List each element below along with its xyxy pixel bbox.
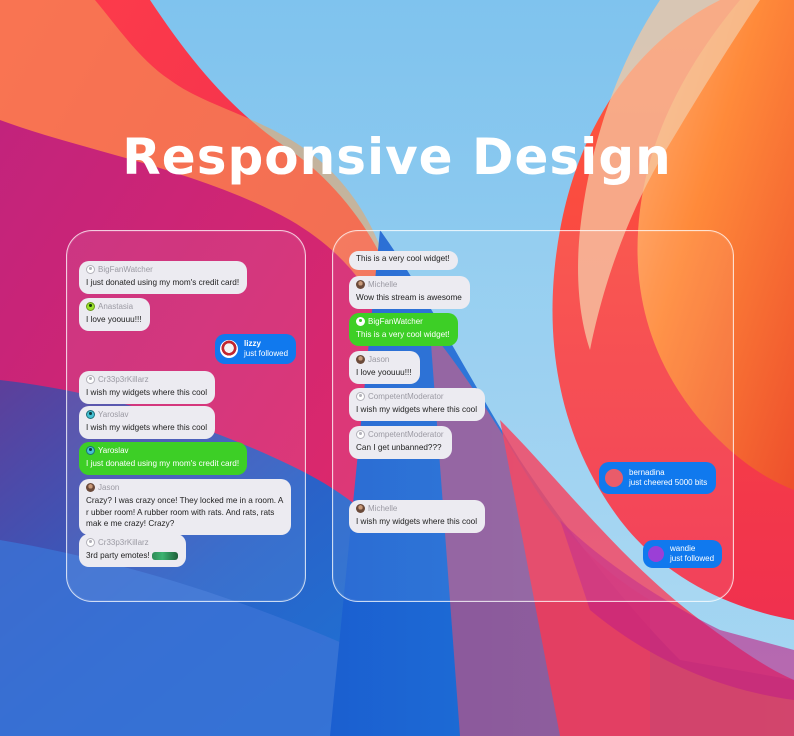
chat-username: Anastasia xyxy=(98,302,134,311)
user-icon xyxy=(605,469,623,487)
chat-text: This is a very cool widget! xyxy=(356,330,450,339)
cheer-text: just cheered 5000 bits xyxy=(629,478,708,487)
chat-message: CompetentModerator I wish my widgets whe… xyxy=(349,388,486,421)
follow-text: just followed xyxy=(244,349,289,358)
chat-message: Jason Crazy? I was crazy once! They lock… xyxy=(79,479,291,535)
chat-username: CompetentModerator xyxy=(368,392,444,401)
chat-username: Cr33p3rKillarz xyxy=(98,538,149,547)
chat-message: Anastasia I love yoouuu!!! xyxy=(79,298,150,331)
chat-text: I wish my widgets where this cool xyxy=(356,517,478,526)
chat-message: Michelle Wow this stream is awesome xyxy=(349,276,470,309)
chat-text: 3rd party emotes! xyxy=(86,551,150,560)
follower-name: wandie xyxy=(670,544,696,553)
chat-text: I love yoouuu!!! xyxy=(86,315,142,324)
chat-message: Jason I love yoouuu!!! xyxy=(349,351,420,384)
chat-message: Yaroslav I wish my widgets where this co… xyxy=(79,406,216,439)
user-icon xyxy=(356,392,365,401)
chat-username: BigFanWatcher xyxy=(368,317,423,326)
chat-text: I love yoouuu!!! xyxy=(356,368,412,377)
chat-text: I just donated using my mom's credit car… xyxy=(86,459,240,468)
page-title: Responsive Design xyxy=(122,128,672,186)
chat-username: Yaroslav xyxy=(98,410,129,419)
chat-widget-narrow: BigFanWatcher I just donated using my mo… xyxy=(66,230,306,602)
avatar xyxy=(356,280,365,289)
follower-name: lizzy xyxy=(244,339,261,348)
user-icon xyxy=(86,538,95,547)
chat-username: Michelle xyxy=(368,280,398,289)
chat-text: This is a very cool widget! xyxy=(356,254,450,263)
chat-text: I just donated using my mom's credit car… xyxy=(86,278,240,287)
user-icon xyxy=(356,430,365,439)
chat-text: I wish my widgets where this cool xyxy=(356,405,478,414)
chat-message: BigFanWatcher I just donated using my mo… xyxy=(79,261,248,294)
chat-text: Crazy? I was crazy once! They locked me … xyxy=(86,496,283,528)
chat-message-partial: This is a very cool widget! xyxy=(349,251,458,270)
avatar xyxy=(356,504,365,513)
user-icon xyxy=(648,546,664,562)
user-icon xyxy=(86,265,95,274)
chat-message: CompetentModerator Can I get unbanned??? xyxy=(349,426,452,459)
chat-message: Cr33p3rKillarz I wish my widgets where t… xyxy=(79,371,216,404)
user-icon xyxy=(86,302,95,311)
chat-username: CompetentModerator xyxy=(368,430,444,439)
chat-username: Yaroslav xyxy=(98,446,129,455)
avatar xyxy=(356,355,365,364)
chat-username: Jason xyxy=(368,355,390,364)
chat-text: Can I get unbanned??? xyxy=(356,443,442,452)
chat-username: Cr33p3rKillarz xyxy=(98,375,149,384)
chat-message-highlighted: BigFanWatcher This is a very cool widget… xyxy=(349,313,458,346)
user-icon xyxy=(86,375,95,384)
chat-text: Wow this stream is awesome xyxy=(356,293,462,302)
chat-message: Michelle I wish my widgets where this co… xyxy=(349,500,486,533)
avatar xyxy=(86,483,95,492)
chat-message-highlighted: Yaroslav I just donated using my mom's c… xyxy=(79,442,248,475)
chat-text: I wish my widgets where this cool xyxy=(86,423,208,432)
chat-username: Michelle xyxy=(368,504,398,513)
user-icon xyxy=(356,317,365,326)
chat-text: I wish my widgets where this cool xyxy=(86,388,208,397)
emote-image xyxy=(151,551,178,560)
chat-username: Jason xyxy=(98,483,120,492)
follow-text: just followed xyxy=(670,554,715,563)
chat-widget-wide: This is a very cool widget! Michelle Wow… xyxy=(332,230,734,602)
chat-username: BigFanWatcher xyxy=(98,265,153,274)
user-icon xyxy=(86,410,95,419)
cheerer-name: bernadina xyxy=(629,468,665,477)
chat-message: Cr33p3rKillarz 3rd party emotes! xyxy=(79,534,186,567)
avatar xyxy=(220,340,238,358)
user-icon xyxy=(86,446,95,455)
